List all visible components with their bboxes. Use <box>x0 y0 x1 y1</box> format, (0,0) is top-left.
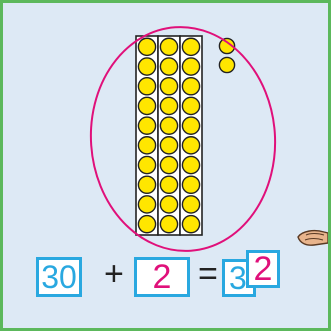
bead <box>138 216 155 233</box>
pointing-hand-icon <box>298 231 328 246</box>
bead <box>138 58 155 75</box>
bead <box>160 176 177 193</box>
tens-box: 30 <box>36 257 82 297</box>
bead <box>182 78 199 95</box>
bead <box>138 176 155 193</box>
loose-ones-group <box>219 38 234 72</box>
equals-sign: = <box>198 257 218 291</box>
bead <box>138 97 155 114</box>
one-bead <box>219 57 234 72</box>
bead <box>138 117 155 134</box>
bead <box>182 196 199 213</box>
bead <box>160 58 177 75</box>
bead <box>182 156 199 173</box>
result-ones-digit: 2 <box>254 252 273 286</box>
bead <box>160 156 177 173</box>
ten-rod <box>136 36 158 235</box>
ten-rods-group <box>136 36 202 235</box>
bead <box>182 216 199 233</box>
bead <box>182 97 199 114</box>
result-tens-digit: 3 <box>229 262 247 294</box>
plus-sign: + <box>104 257 124 291</box>
bead <box>182 38 199 55</box>
bead <box>160 38 177 55</box>
bead <box>160 137 177 154</box>
ones-box: 2 <box>134 257 190 297</box>
bead <box>138 156 155 173</box>
bead <box>138 137 155 154</box>
bead <box>160 97 177 114</box>
result-ones-box: 2 <box>246 250 280 288</box>
bead <box>182 176 199 193</box>
bead <box>182 117 199 134</box>
bead <box>138 196 155 213</box>
ones-value: 2 <box>153 260 172 294</box>
bead <box>182 137 199 154</box>
bead <box>160 196 177 213</box>
bead <box>160 216 177 233</box>
tens-value: 30 <box>41 261 77 293</box>
bead <box>160 117 177 134</box>
bead <box>182 58 199 75</box>
ten-rod <box>180 36 202 235</box>
bead <box>138 78 155 95</box>
ten-rod <box>158 36 180 235</box>
bead <box>160 78 177 95</box>
bead <box>138 38 155 55</box>
